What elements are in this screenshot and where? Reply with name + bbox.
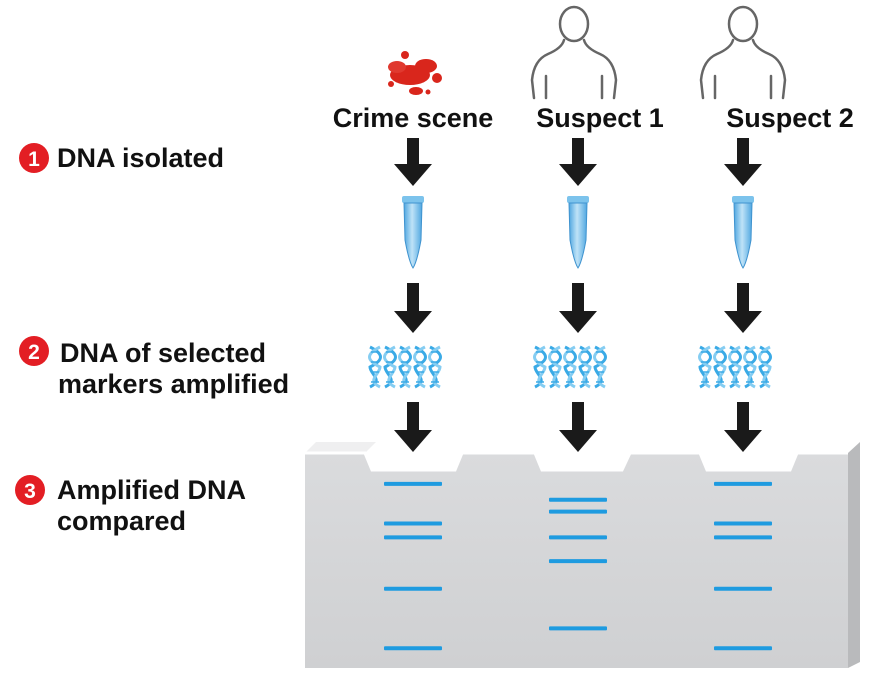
gel-band	[714, 521, 772, 526]
column-label-suspect-1: Suspect 1	[536, 103, 664, 133]
step-number: 3	[24, 480, 36, 503]
step-label-line-2: compared	[57, 506, 186, 536]
test-tube-icon	[402, 196, 424, 269]
step-label: DNA isolated	[57, 143, 224, 173]
gel-band	[549, 626, 607, 631]
down-arrow-icon	[394, 402, 432, 452]
blood-splatter-icon	[388, 51, 442, 95]
gel-side-face	[848, 442, 860, 668]
dna-helix-icon	[698, 345, 772, 389]
step-badge	[19, 336, 49, 366]
step-number: 2	[28, 341, 40, 364]
down-arrow-icon	[559, 138, 597, 186]
down-arrow-icon	[724, 402, 762, 452]
test-tube-icon	[732, 196, 754, 269]
test-tube-icon	[567, 196, 589, 269]
gel-band	[549, 497, 607, 502]
gel-band	[384, 535, 442, 540]
down-arrow-icon	[724, 138, 762, 186]
person-silhouette-icon	[699, 5, 787, 100]
down-arrow-icon	[559, 283, 597, 333]
step-label-line-2: markers amplified	[58, 369, 289, 399]
gel-band	[384, 586, 442, 591]
gel-band	[549, 509, 607, 514]
down-arrow-icon	[559, 402, 597, 452]
down-arrow-icon	[394, 283, 432, 333]
dna-helix-icon	[368, 345, 442, 389]
step-badge	[19, 143, 49, 173]
gel-band	[384, 481, 442, 486]
step-2: 2 DNA of selected markers amplified	[19, 336, 289, 399]
gel-top-face	[305, 442, 376, 453]
gel-band	[384, 521, 442, 526]
column-label-suspect-2: Suspect 2	[726, 103, 854, 133]
gel-top-edge	[305, 451, 848, 472]
gel-slab	[305, 442, 860, 668]
step-label-line-1: DNA of selected	[60, 338, 266, 368]
gel-band	[714, 535, 772, 540]
gel-band	[714, 586, 772, 591]
person-silhouette-icon	[530, 5, 618, 100]
step-label-line-1: Amplified DNA	[57, 475, 246, 505]
down-arrow-icon	[724, 283, 762, 333]
gel-band	[714, 481, 772, 486]
step-number: 1	[28, 148, 40, 171]
dna-helix-icon	[533, 345, 607, 389]
step-badge	[15, 475, 45, 505]
gel-band	[714, 646, 772, 651]
step-3: 3 Amplified DNA compared	[15, 475, 246, 536]
step-1: 1 DNA isolated	[19, 143, 224, 173]
gel-band	[549, 535, 607, 540]
down-arrow-icon	[394, 138, 432, 186]
gel-band	[549, 559, 607, 564]
gel-band	[384, 646, 442, 651]
column-label-crime-scene: Crime scene	[333, 103, 494, 133]
